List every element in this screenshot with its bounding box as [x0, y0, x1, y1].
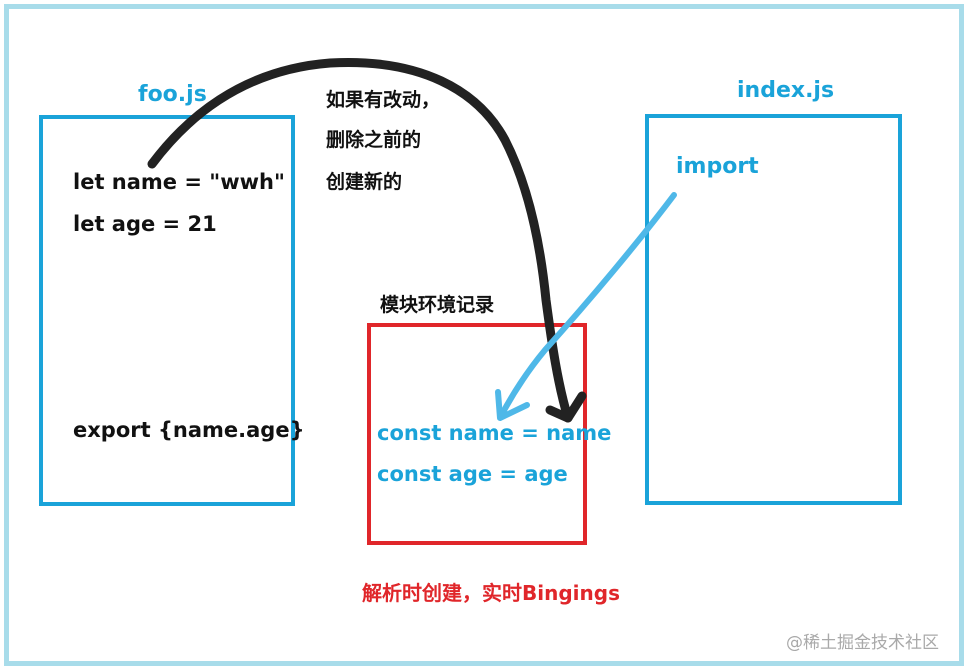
const-name-line: const name = name: [377, 421, 612, 445]
import-label: import: [676, 154, 759, 179]
blue-import-arrow: [499, 192, 677, 417]
black-arrowhead: [545, 391, 587, 423]
bindings-caption: 解析时创建，实时Bingings: [362, 581, 620, 605]
change-note-line3: 创建新的: [326, 171, 403, 193]
blue-arrowhead: [495, 389, 530, 421]
outer-frame: [4, 4, 964, 666]
change-note-line1: 如果有改动，: [326, 89, 441, 111]
foo-export-line: export {name.age}: [73, 418, 305, 442]
foo-line-name: let name = "wwh": [73, 170, 285, 194]
const-age-line: const age = age: [377, 462, 568, 486]
foo-js-title: foo.js: [138, 82, 207, 107]
module-env-box: [367, 323, 587, 545]
watermark: @稀土掘金技术社区: [786, 633, 939, 653]
foo-js-box: [39, 115, 295, 506]
change-note-line2: 删除之前的: [326, 129, 422, 151]
black-update-arrow: [147, 57, 573, 423]
index-js-box: [645, 114, 902, 505]
module-env-title: 模块环境记录: [380, 294, 495, 316]
index-js-title: index.js: [737, 78, 835, 103]
foo-line-age: let age = 21: [73, 212, 217, 236]
